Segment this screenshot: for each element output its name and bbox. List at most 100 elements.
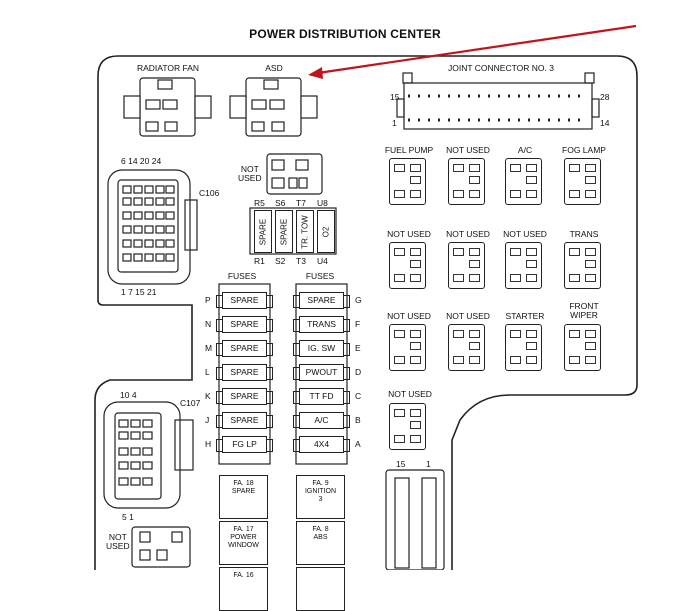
jc-pin-14: 14 <box>600 118 610 128</box>
bottom-conn-pin-1: 1 <box>426 459 431 469</box>
minifuse: TR. TOW <box>296 210 314 253</box>
relay-label: NOT USED <box>446 145 490 155</box>
fuse-g: SPARE <box>293 292 350 309</box>
relay-terminal <box>410 248 421 256</box>
fuse-n: SPARE <box>216 316 273 333</box>
bottom-conn-pin-15: 15 <box>396 459 406 469</box>
relay-terminal <box>569 356 580 364</box>
relay-terminal <box>410 164 421 172</box>
c107-top-pins: 10 4 <box>120 390 137 400</box>
c106-label: C106 <box>199 188 220 198</box>
relay-box <box>505 242 542 289</box>
minifuse-label: TR. TOW <box>300 214 310 249</box>
fuse-j: SPARE <box>216 412 273 429</box>
fuse-h: FG LP <box>216 436 273 453</box>
relay-terminal <box>410 274 421 282</box>
relay-terminal <box>569 164 580 172</box>
maxi-fuse-left: FA. 17 POWER WINDOW <box>219 521 268 565</box>
relay-terminal <box>453 274 464 282</box>
minifuse-bottom-label: S2 <box>275 256 286 266</box>
jc-pin-1: 1 <box>392 118 397 128</box>
arrow-head <box>308 67 323 79</box>
relay-terminal <box>526 260 537 268</box>
minifuse-bottom-label: R1 <box>254 256 265 266</box>
fuse-a: 4X4 <box>293 436 350 453</box>
relay-terminal <box>569 330 580 338</box>
fuse-c: TT FD <box>293 388 350 405</box>
relay-terminal <box>410 409 421 417</box>
minifuse: SPARE <box>275 210 293 253</box>
relay-box <box>505 324 542 371</box>
relay-terminal <box>410 260 421 268</box>
fuse-letter: P <box>205 295 211 305</box>
not-used-mini-label: NOT USED <box>238 164 262 183</box>
minifuse: O2 <box>317 210 335 253</box>
fuse-letter: B <box>355 415 361 425</box>
maxi-fuse-right <box>296 567 345 611</box>
relay-terminal <box>453 248 464 256</box>
relay-terminal <box>510 248 521 256</box>
fuses-right-header: FUSES <box>305 271 335 281</box>
relay-terminal <box>410 421 421 429</box>
relay-single-label: NOT USED <box>388 389 432 399</box>
relay-label: NOT USED <box>446 311 490 321</box>
relay-terminal <box>410 176 421 184</box>
relay-terminal <box>394 435 405 443</box>
relay-terminal <box>526 176 537 184</box>
relay-terminal <box>585 330 596 338</box>
relay-box <box>564 242 601 289</box>
relay-terminal <box>410 342 421 350</box>
fuse-letter: M <box>205 343 213 353</box>
fuse-l: SPARE <box>216 364 273 381</box>
relay-terminal <box>585 356 596 364</box>
fuse-letter: D <box>355 367 362 377</box>
fuse-letter: L <box>205 367 210 377</box>
fuse-letter: C <box>355 391 362 401</box>
relay-terminal <box>469 260 480 268</box>
diagram-canvas: POWER DISTRIBUTION CENTER RADIATOR FAN A… <box>94 24 638 611</box>
fuse-letter: J <box>205 415 210 425</box>
relay-terminal <box>585 260 596 268</box>
relay-terminal <box>526 274 537 282</box>
asd-label: ASD <box>265 63 283 73</box>
relay-terminal <box>585 248 596 256</box>
maxi-fuse-right: FA. 8 ABS <box>296 521 345 565</box>
minifuse-label: SPARE <box>279 218 289 245</box>
relay-terminal <box>569 190 580 198</box>
relay-terminal <box>469 176 480 184</box>
c107-bottom-pins: 5 1 <box>122 512 134 522</box>
relay-box <box>448 242 485 289</box>
relay-terminal <box>526 190 537 198</box>
minifuse-top-label: R5 <box>254 198 265 208</box>
relay-terminal <box>569 248 580 256</box>
jc-pin-15: 15 <box>390 92 400 102</box>
relay-label: FUEL PUMP <box>384 145 434 155</box>
fuses-left-header: FUSES <box>227 271 257 281</box>
fuse-letter: G <box>355 295 362 305</box>
fuse-letter: N <box>205 319 212 329</box>
c106-top-pins: 6 14 20 24 <box>121 156 162 166</box>
relay-terminal <box>510 190 521 198</box>
minifuse-top-label: U8 <box>317 198 328 208</box>
relay-terminal <box>410 190 421 198</box>
c106-bottom-pins: 1 7 15 21 <box>121 287 157 297</box>
relay-terminal <box>585 176 596 184</box>
relay-terminal <box>410 435 421 443</box>
relay-terminal <box>394 330 405 338</box>
relay-terminal <box>469 274 480 282</box>
relay-terminal <box>453 356 464 364</box>
relay-terminal <box>410 330 421 338</box>
relay-label: TRANS <box>569 229 599 239</box>
relay-box <box>505 158 542 205</box>
relay-terminal <box>469 190 480 198</box>
fuse-letter: E <box>355 343 361 353</box>
relay-terminal <box>585 274 596 282</box>
relay-box <box>448 324 485 371</box>
relay-terminal <box>453 164 464 172</box>
fuse-k: SPARE <box>216 388 273 405</box>
relay-terminal <box>510 164 521 172</box>
relay-label: FOG LAMP <box>562 145 606 155</box>
relay-terminal <box>453 330 464 338</box>
minifuse-top-label: T7 <box>296 198 306 208</box>
minifuse-label: O2 <box>321 226 331 237</box>
